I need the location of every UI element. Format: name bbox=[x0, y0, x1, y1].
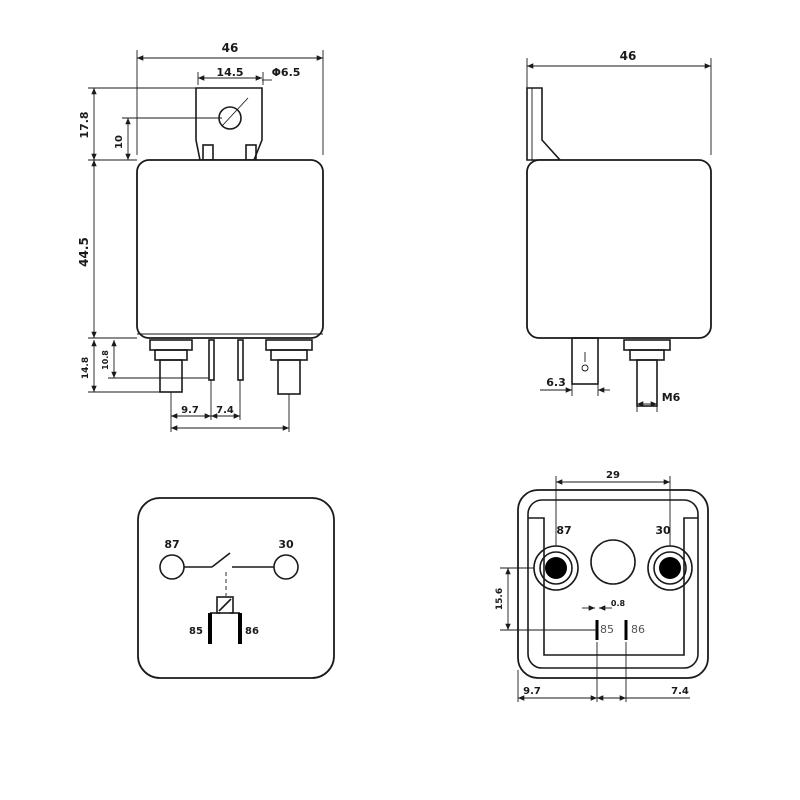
side-view: 46 6.3 M6 bbox=[526, 49, 712, 412]
front-view: 46 14.5 Φ6.5 17.8 10 44.5 14.8 10.8 bbox=[77, 41, 324, 432]
bottom-term-87: 87 bbox=[556, 524, 571, 537]
hole-center-dim: 10 bbox=[114, 135, 125, 149]
vertical-offset-dim: 15.6 bbox=[495, 588, 505, 610]
body-height-dim: 44.5 bbox=[77, 237, 91, 267]
pin-offset-a-dim: 9.7 bbox=[181, 405, 199, 416]
bottom-offset-a-dim: 9.7 bbox=[523, 686, 541, 697]
pin-offset-b-dim: 7.4 bbox=[216, 405, 234, 416]
bottom-offset-b-dim: 7.4 bbox=[671, 686, 689, 697]
bottom-term-86: 86 bbox=[631, 623, 645, 636]
pin-short-dim: 10.8 bbox=[101, 350, 110, 370]
tab-height-dim: 17.8 bbox=[78, 111, 91, 138]
schematic-term-85: 85 bbox=[189, 626, 203, 637]
wiring-schematic: 87 30 85 86 bbox=[137, 497, 335, 679]
hole-diameter-dim: Φ6.5 bbox=[272, 66, 301, 79]
bottom-term-85: 85 bbox=[600, 623, 614, 636]
blade-width-dim: 6.3 bbox=[546, 376, 566, 389]
front-width-dim: 46 bbox=[222, 41, 239, 55]
bottom-view: 87 30 85 86 29 15.6 0.8 9.7 7.4 bbox=[495, 470, 709, 702]
schematic-term-87: 87 bbox=[164, 538, 179, 551]
schematic-term-86: 86 bbox=[245, 626, 259, 637]
side-width-dim: 46 bbox=[620, 49, 637, 63]
tab-spacing-dim: 14.5 bbox=[216, 66, 243, 79]
blade-gap-dim: 0.8 bbox=[611, 599, 626, 608]
pin-length-dim: 14.8 bbox=[81, 357, 91, 379]
bottom-term-30: 30 bbox=[655, 524, 671, 537]
stud-thread-dim: M6 bbox=[662, 391, 681, 404]
schematic-term-30: 30 bbox=[278, 538, 294, 551]
stud-spacing-dim: 29 bbox=[606, 470, 620, 481]
